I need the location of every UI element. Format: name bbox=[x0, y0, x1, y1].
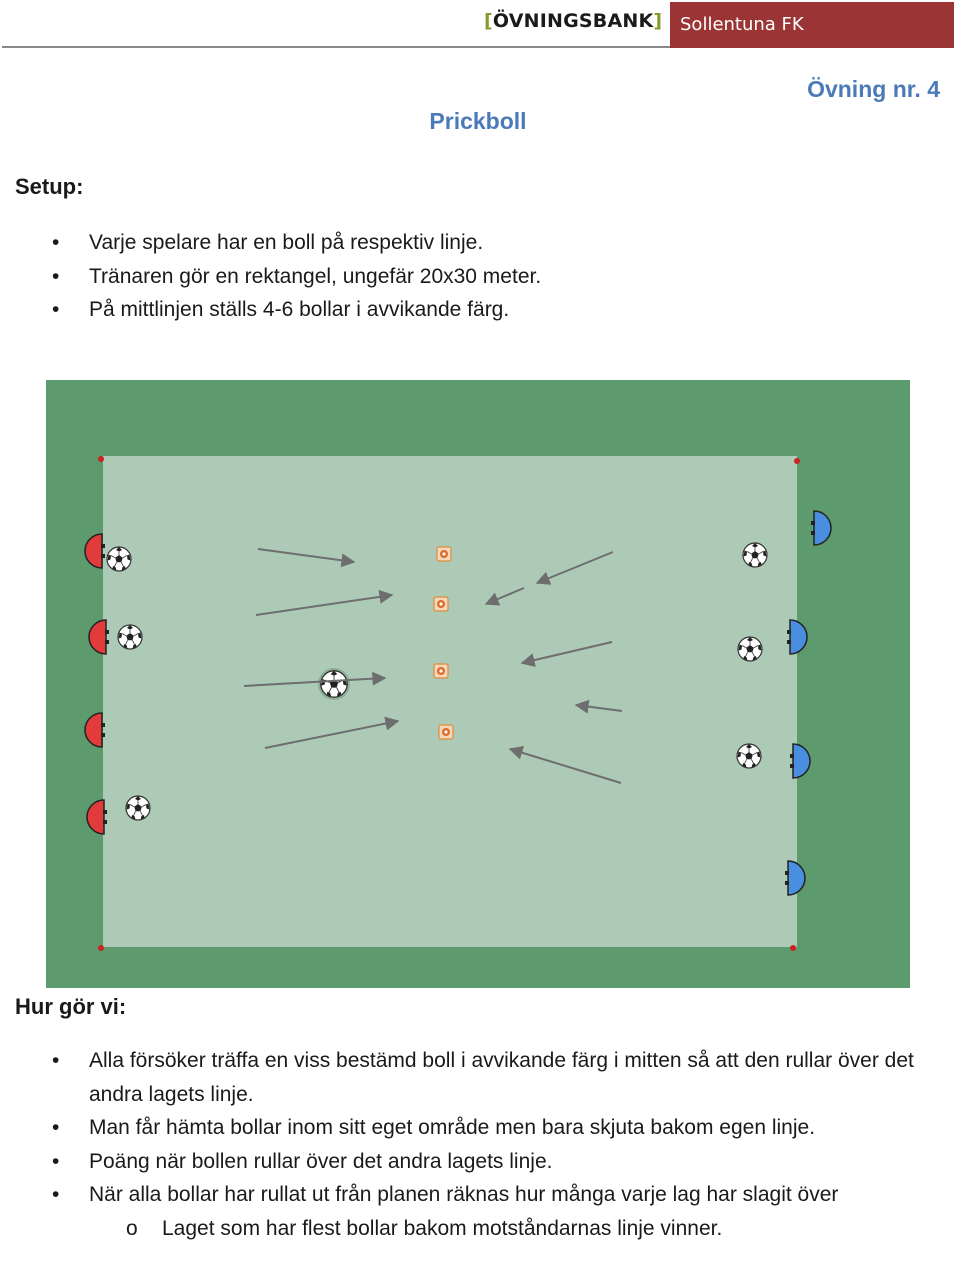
red-player-icon bbox=[88, 619, 109, 655]
bullet-icon: • bbox=[52, 1049, 60, 1072]
field-diagram bbox=[46, 380, 910, 988]
list-item: •När alla bollar har rullat ut från plan… bbox=[0, 1178, 956, 1212]
arrow-icon bbox=[243, 671, 387, 687]
target-cone-icon bbox=[438, 724, 454, 740]
soccer-ball-icon bbox=[106, 546, 132, 572]
list-item: •På mittlinjen ställs 4-6 bollar i avvik… bbox=[0, 293, 956, 327]
soccer-ball-icon bbox=[736, 743, 762, 769]
blue-player-icon bbox=[787, 619, 808, 655]
arrow-icon bbox=[520, 641, 613, 667]
bullet-icon: • bbox=[52, 1116, 60, 1139]
setup-heading: Setup: bbox=[15, 174, 84, 199]
target-cone-icon bbox=[433, 596, 449, 612]
soccer-ball-icon bbox=[742, 542, 768, 568]
bullet-icon: • bbox=[52, 264, 60, 288]
arrow-icon bbox=[257, 548, 356, 568]
soccer-ball-icon bbox=[117, 624, 143, 650]
bullet-icon: • bbox=[52, 231, 60, 254]
exercise-number: Övning nr. 4 bbox=[807, 76, 940, 102]
brand-text: ÖVNINGSBANK bbox=[492, 10, 654, 32]
arrow-icon bbox=[535, 551, 614, 585]
soccer-ball-icon bbox=[125, 795, 151, 821]
bullet-icon: • bbox=[52, 1183, 60, 1206]
blue-player-icon bbox=[790, 743, 811, 779]
target-cone-icon bbox=[433, 663, 449, 679]
bullet-icon: • bbox=[52, 298, 60, 321]
list-item: •Alla försöker träffa en viss bestämd bo… bbox=[0, 1044, 956, 1111]
list-item: •Varje spelare har en boll på respektiv … bbox=[0, 226, 956, 260]
club-name: Sollentuna FK bbox=[680, 14, 804, 35]
target-cone-icon bbox=[436, 546, 452, 562]
blue-player-icon bbox=[785, 860, 806, 896]
how-list: •Alla försöker träffa en viss bestämd bo… bbox=[0, 1044, 956, 1245]
arrow-icon bbox=[264, 716, 400, 749]
red-player-icon bbox=[84, 533, 105, 569]
bracket-close: ] bbox=[653, 10, 663, 32]
soccer-ball-icon bbox=[320, 670, 348, 698]
red-player-icon bbox=[84, 712, 105, 748]
soccer-ball-icon bbox=[737, 636, 763, 662]
corner-marker-icon bbox=[98, 456, 104, 462]
arrow-icon bbox=[508, 745, 622, 784]
list-item: •Poäng när bollen rullar över det andra … bbox=[0, 1145, 956, 1179]
exercise-title: Prickboll bbox=[429, 108, 527, 134]
inner-field bbox=[103, 456, 797, 947]
corner-marker-icon bbox=[98, 945, 104, 951]
arrow-icon bbox=[484, 587, 525, 606]
club-banner: Sollentuna FK bbox=[670, 2, 954, 48]
bracket-open: [ bbox=[484, 10, 493, 32]
list-item: •Tränaren gör en rektangel, ungefär 20x3… bbox=[0, 260, 956, 294]
corner-marker-icon bbox=[794, 458, 800, 464]
red-player-icon bbox=[86, 799, 107, 835]
how-heading: Hur gör vi: bbox=[15, 994, 127, 1019]
arrow-icon bbox=[255, 589, 394, 616]
blue-player-icon bbox=[811, 510, 832, 546]
list-item: •Man får hämta bollar inom sitt eget omr… bbox=[0, 1111, 956, 1145]
sub-bullet-icon: o bbox=[126, 1216, 138, 1240]
setup-list: •Varje spelare har en boll på respektiv … bbox=[0, 226, 956, 327]
bullet-icon: • bbox=[52, 1149, 60, 1173]
header-rule bbox=[2, 46, 670, 48]
brand-title: [ÖVNINGSBANK] bbox=[484, 10, 662, 32]
corner-marker-icon bbox=[790, 945, 796, 951]
arrow-icon bbox=[574, 699, 623, 714]
